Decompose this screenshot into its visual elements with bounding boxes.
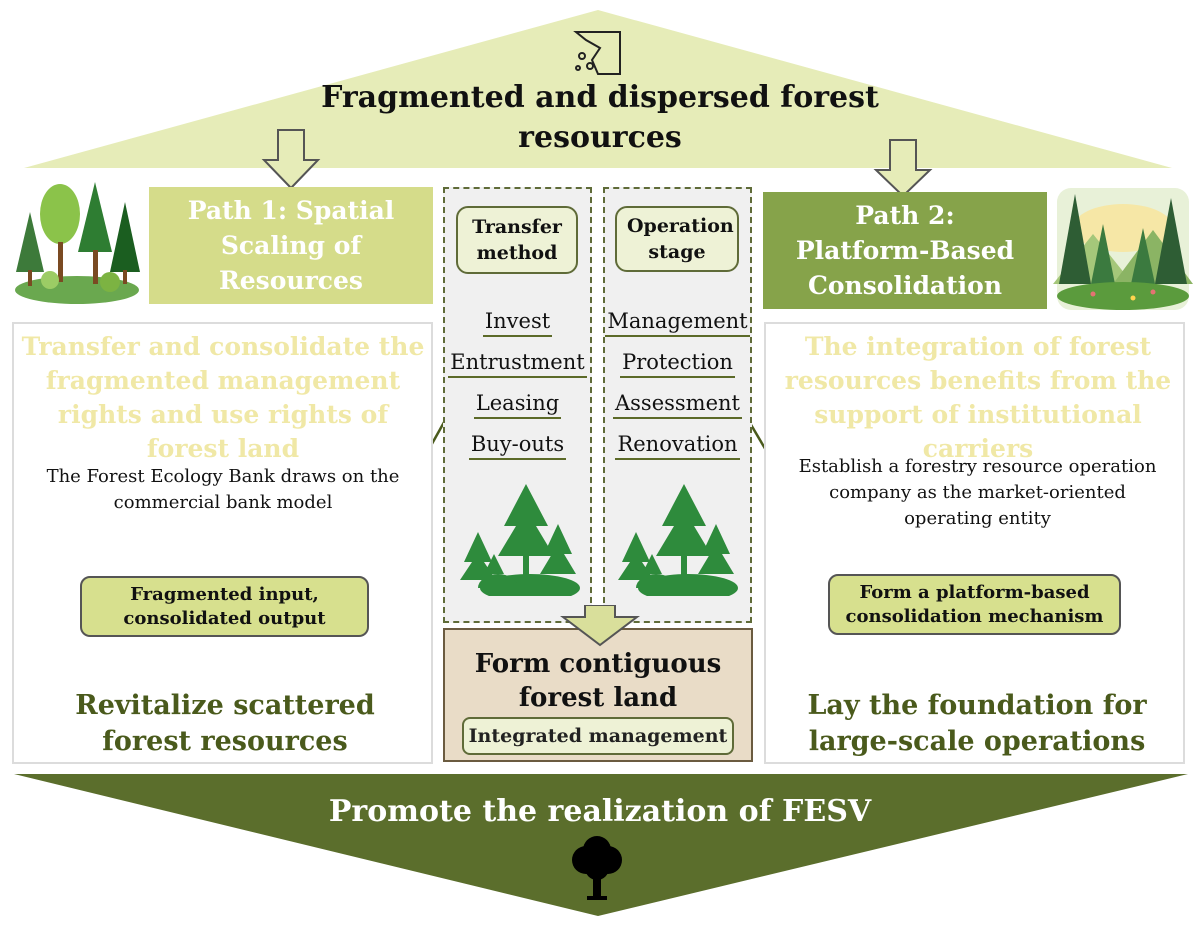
forest-illustration-icon [15, 182, 140, 304]
arrow-down-icon [560, 605, 640, 647]
path1-title: Path 1: Spatial Scaling of Resources [187, 196, 395, 295]
path2-mechanism-pill: Form a platform-based consolidation mech… [828, 574, 1121, 635]
transfer-item-label: Invest [482, 309, 553, 337]
transfer-method-heading-label: Transfer method [472, 216, 562, 264]
arrow-down-icon [873, 139, 933, 198]
single-tree-icon [572, 836, 622, 900]
operation-item-label: Management [605, 309, 750, 337]
transfer-item: Buy-outs [443, 431, 592, 460]
integrated-management-label: Integrated management [468, 725, 728, 747]
top-title: Fragmented and dispersed forest resource… [321, 80, 879, 155]
center-title: Form contiguous forest land [474, 649, 722, 713]
operation-item-label: Protection [620, 350, 735, 378]
operation-item: Protection [603, 349, 752, 378]
forest-illustration-icon [1053, 188, 1193, 310]
tree-cluster-icon [460, 484, 580, 596]
operation-item-label: Renovation [615, 432, 740, 460]
transfer-item: Invest [443, 308, 592, 337]
transfer-item-label: Entrustment [448, 350, 587, 378]
path2-title-box: Path 2: Platform-Based Consolidation [763, 192, 1047, 309]
top-roof-shape [24, 10, 1172, 168]
path2-panel [764, 322, 1185, 764]
operation-item: Management [603, 308, 752, 337]
path2-mechanism-label: Form a platform-based consolidation mech… [845, 581, 1104, 627]
path2-description: Establish a forestry resource operation … [798, 456, 1157, 529]
path1-panel [12, 322, 433, 764]
transfer-item-label: Leasing [473, 391, 562, 419]
integrated-management-pill: Integrated management [462, 717, 734, 755]
fragmented-map-icon [573, 31, 621, 75]
transfer-item: Entrustment [443, 349, 592, 378]
arrow-down-icon [261, 129, 321, 190]
path1-mechanism-pill: Fragmented input, consolidated output [80, 576, 369, 637]
path1-mechanism-label: Fragmented input, consolidated output [123, 583, 326, 629]
bottom-title: Promote the realization of FESV [328, 794, 872, 829]
operation-item: Renovation [603, 431, 752, 460]
path1-result: Revitalize scattered forest resources [75, 690, 375, 757]
transfer-item-label: Buy-outs [468, 432, 567, 460]
path1-title-box: Path 1: Spatial Scaling of Resources [149, 187, 433, 304]
operation-stage-heading-label: Operation stage [627, 215, 734, 263]
path1-heading: Transfer and consolidate the fragmented … [21, 332, 425, 463]
path1-description: The Forest Ecology Bank draws on the com… [46, 466, 400, 513]
path2-heading: The integration of forest resources bene… [784, 332, 1172, 463]
transfer-item: Leasing [443, 390, 592, 419]
operation-item: Assessment [603, 390, 752, 419]
path2-result: Lay the foundation for large-scale opera… [807, 690, 1147, 757]
path2-title: Path 2: Platform-Based Consolidation [795, 201, 1015, 300]
operation-stage-heading: Operation stage [615, 206, 739, 272]
operation-item-label: Assessment [612, 391, 742, 419]
tree-cluster-icon [618, 484, 738, 596]
transfer-method-heading: Transfer method [456, 206, 578, 274]
